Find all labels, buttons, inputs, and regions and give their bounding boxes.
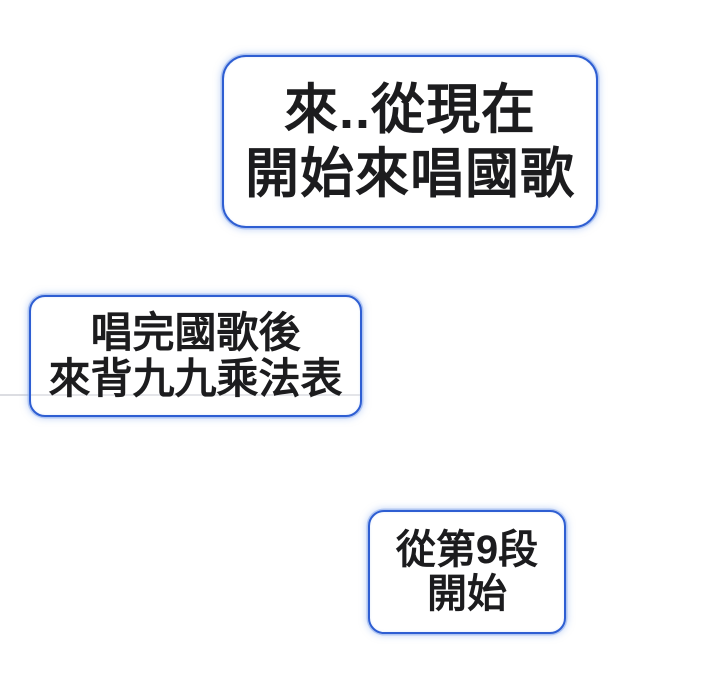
speech-bubble-middle: 唱完國歌後 來背九九乘法表 — [29, 295, 362, 417]
speech-bubble-line: 開始來唱國歌 — [245, 143, 575, 204]
speech-bubble-bottom: 從第9段 開始 — [368, 510, 566, 634]
speech-bubble-line: 從第9段 — [395, 528, 539, 572]
panel-border-line-through-bubble — [31, 394, 360, 396]
panel-border-line — [0, 394, 30, 396]
speech-bubble-line: 唱完國歌後 — [90, 309, 301, 356]
speech-bubble-line: 來背九九乘法表 — [48, 355, 343, 402]
speech-bubble-line: 來..從現在 — [283, 79, 536, 140]
speech-bubble-line: 開始 — [427, 572, 507, 616]
speech-bubble-top: 來..從現在 開始來唱國歌 — [222, 55, 598, 228]
